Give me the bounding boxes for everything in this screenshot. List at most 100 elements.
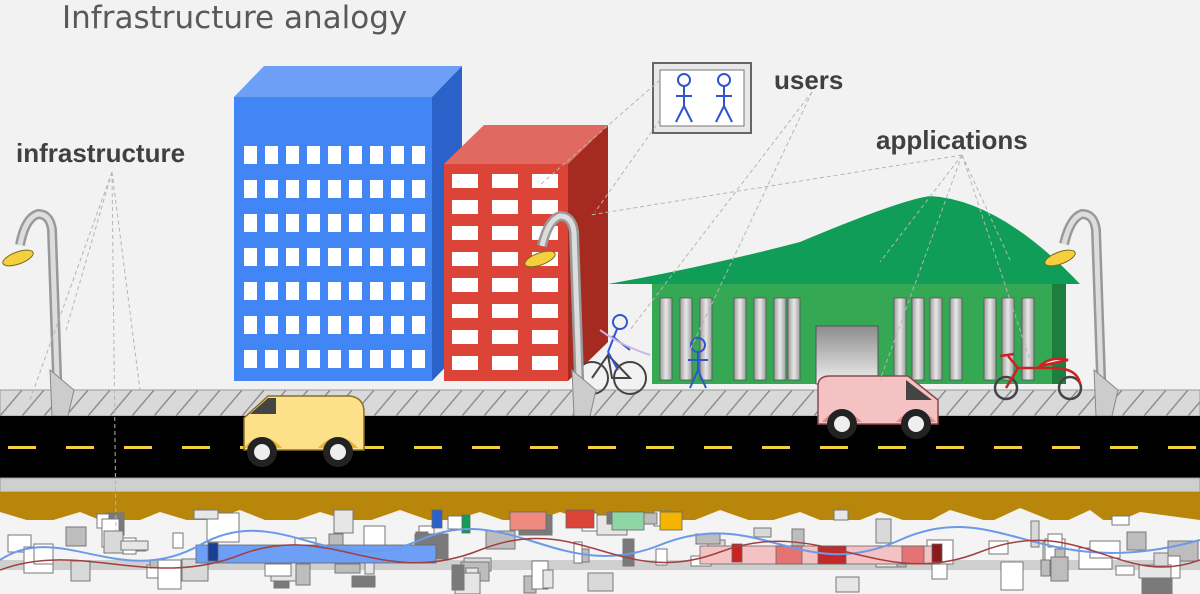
scooter-icon — [993, 352, 1083, 401]
pipe-segment — [33, 543, 54, 565]
blue-cable — [0, 526, 1200, 562]
window — [452, 174, 478, 188]
window — [532, 304, 558, 318]
window — [370, 146, 383, 164]
window — [265, 214, 278, 232]
window-slat — [773, 297, 787, 381]
window-slat — [787, 297, 801, 381]
pipe-segment — [655, 548, 668, 566]
window-slat — [659, 297, 673, 381]
application-pipe — [509, 511, 547, 531]
pipe-segment — [1050, 556, 1069, 582]
window — [532, 200, 558, 214]
application-pipe — [659, 511, 683, 531]
window — [412, 248, 425, 266]
lane-dash — [820, 446, 848, 449]
window — [307, 316, 320, 334]
bicycle-rider-icon — [575, 314, 651, 395]
window — [452, 252, 478, 266]
pipe-segment — [1040, 559, 1051, 577]
application-pipe — [207, 542, 219, 562]
green-building-door — [815, 325, 879, 385]
window — [349, 180, 362, 198]
window — [244, 282, 257, 300]
window — [412, 316, 425, 334]
users-label: users — [774, 65, 844, 95]
application-pipe — [565, 509, 595, 529]
window — [492, 252, 518, 266]
window-slat — [911, 297, 925, 381]
lane-dash — [878, 446, 906, 449]
window — [391, 350, 404, 368]
application-pipe — [431, 509, 443, 529]
window — [307, 248, 320, 266]
pipe-segment — [172, 532, 184, 549]
window-slat — [753, 297, 767, 381]
applications-label: applications — [876, 125, 1028, 155]
window — [349, 282, 362, 300]
street-lamp-left — [2, 208, 75, 417]
curb — [0, 477, 1200, 493]
window — [244, 146, 257, 164]
window — [349, 248, 362, 266]
window — [391, 180, 404, 198]
window — [412, 214, 425, 232]
pipe-segment — [193, 509, 219, 520]
window-slat — [679, 297, 693, 381]
window — [532, 174, 558, 188]
lane-dash — [704, 446, 732, 449]
window — [244, 248, 257, 266]
lane-dash — [994, 446, 1022, 449]
window — [265, 180, 278, 198]
window — [307, 282, 320, 300]
window — [328, 214, 341, 232]
pipe-segment — [833, 509, 849, 521]
lane-dash — [472, 446, 500, 449]
pipe-segment — [295, 563, 311, 586]
lane-dash — [762, 446, 790, 449]
lane-dash — [646, 446, 674, 449]
person-icon — [688, 337, 708, 389]
main-pipe — [0, 560, 1200, 570]
window — [412, 282, 425, 300]
lane-dash — [1110, 446, 1138, 449]
window — [349, 146, 362, 164]
road-lane-markings — [8, 446, 1196, 449]
window — [492, 174, 518, 188]
application-pipe — [611, 511, 645, 531]
window — [492, 278, 518, 292]
window — [412, 180, 425, 198]
window — [286, 214, 299, 232]
pipe-segment — [1153, 552, 1169, 567]
window — [452, 278, 478, 292]
pipe-segment — [1000, 561, 1024, 591]
window — [391, 146, 404, 164]
application-pipe — [931, 543, 943, 563]
window — [286, 350, 299, 368]
window — [492, 356, 518, 370]
pipe-segment — [1126, 531, 1147, 551]
annotation-lines — [29, 79, 1031, 531]
infrastructure-label: infrastructure — [16, 138, 186, 168]
window — [307, 146, 320, 164]
window-slat — [893, 297, 907, 381]
application-pipe — [901, 545, 925, 565]
red-building — [444, 125, 608, 381]
lane-dash — [414, 446, 442, 449]
pipe-segment — [70, 560, 91, 582]
window — [532, 330, 558, 344]
window — [286, 180, 299, 198]
window — [452, 200, 478, 214]
window-slat — [983, 297, 997, 381]
pipe-segment — [351, 575, 376, 588]
window — [244, 316, 257, 334]
lane-dash — [936, 446, 964, 449]
window — [328, 316, 341, 334]
window — [307, 214, 320, 232]
window — [265, 350, 278, 368]
street-lamp-middle — [524, 210, 597, 417]
window-slat — [733, 297, 747, 381]
users-display — [652, 62, 752, 134]
window — [307, 180, 320, 198]
